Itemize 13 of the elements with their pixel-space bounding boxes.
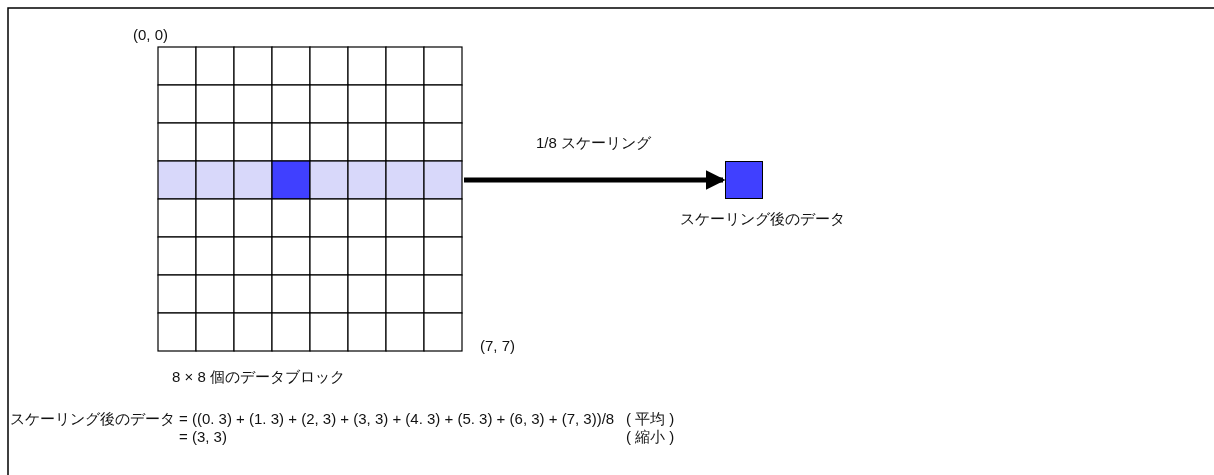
note: ( 縮小 )	[626, 428, 675, 446]
edge-label: 1/8 スケーリング	[536, 134, 652, 152]
formula-text: = ((0. 3) + (1. 3) + (2, 3) + (3, 3) + (4. 3) + (5. 3) + (6, 3) + (7, 3))/8	[179, 410, 615, 428]
coordinate-label: (0, 0)	[133, 26, 168, 44]
scaled-data-square	[725, 161, 763, 199]
arrow	[464, 170, 726, 190]
formula-text: = (3, 3)	[179, 428, 227, 446]
formula-text: スケーリング後のデータ	[10, 410, 175, 428]
node-label: 8 × 8 個のデータブロック	[172, 368, 345, 386]
note: ( 平均 )	[626, 410, 675, 428]
data-grid-drawing	[158, 47, 462, 351]
node-label: スケーリング後のデータ	[680, 210, 845, 228]
coordinate-label: (7, 7)	[480, 337, 515, 355]
